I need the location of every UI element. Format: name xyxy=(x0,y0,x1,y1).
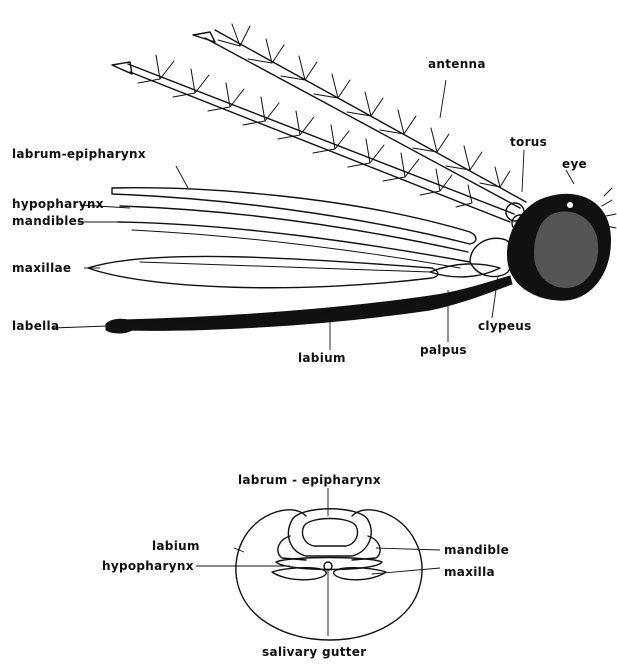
label-mandibles: mandibles xyxy=(12,214,85,228)
label-labium: labium xyxy=(298,351,346,365)
label-clypeus: clypeus xyxy=(478,319,532,333)
hypopharynx-part xyxy=(120,206,468,252)
label-antenna: antenna xyxy=(428,57,486,71)
palpus-part xyxy=(430,264,500,277)
section-labrum-epipharynx xyxy=(288,509,371,556)
maxillae-part xyxy=(88,256,438,287)
section-label-labium: labium xyxy=(152,539,200,553)
labella-part xyxy=(106,319,132,333)
label-labella: labella xyxy=(12,319,59,333)
label-torus: torus xyxy=(510,135,547,149)
antenna-upper-hairs xyxy=(218,24,510,187)
section-label-labrum-epipharynx: labrum - epipharynx xyxy=(238,473,381,487)
compound-eye xyxy=(508,188,616,300)
cross-section-diagram: labrum - epipharynx labium hypopharynx m… xyxy=(102,473,509,659)
label-hypopharynx: hypopharynx xyxy=(12,197,104,211)
label-labrum-epipharynx: labrum-epipharynx xyxy=(12,147,146,161)
clypeus-shape xyxy=(470,238,513,276)
section-label-maxilla: maxilla xyxy=(444,565,495,579)
section-label-mandible: mandible xyxy=(444,543,509,557)
label-palpus: palpus xyxy=(420,343,467,357)
section-mandible-left xyxy=(278,536,306,560)
label-eye: eye xyxy=(562,157,587,171)
section-label-salivary-gutter: salivary gutter xyxy=(262,645,366,659)
head-diagram: antenna torus eye labrum-epipharynx hypo… xyxy=(12,24,616,365)
label-maxillae: maxillae xyxy=(12,261,71,275)
section-label-hypopharynx: hypopharynx xyxy=(102,559,194,573)
antenna-lower-hairs xyxy=(138,55,472,207)
section-labium-sheath xyxy=(236,512,422,640)
